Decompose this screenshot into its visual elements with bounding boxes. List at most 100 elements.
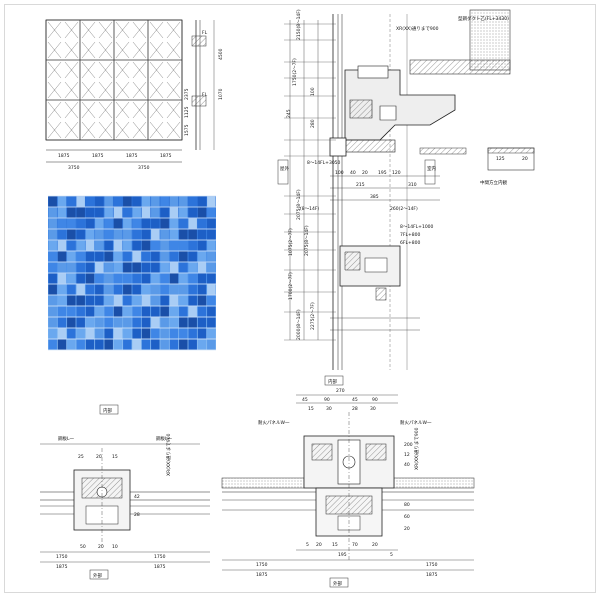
glass-pane [85,262,95,273]
glass-pane [113,196,123,207]
glass-pane [169,229,179,240]
glass-pane [197,262,207,273]
glass-pane [104,218,113,229]
br-bottom-dim-2: 20 [316,542,322,548]
glass-pane [160,251,169,262]
glass-pane [104,240,113,251]
elev-width-2: 1875 [92,153,104,159]
grid-brace [81,41,96,59]
glass-pane [67,207,76,218]
bl-bottom-dim-3: 10 [112,544,118,550]
glass-pane [113,207,123,218]
glass-pane [104,284,113,295]
grid-brace [166,61,181,79]
glass-pane [188,251,197,262]
sec-bdim-8: 310 [408,182,417,188]
glass-pane [132,273,141,284]
glass-pane [48,196,57,207]
glass-pane [113,240,123,251]
glass-pane [188,306,197,317]
glass-pane [197,251,207,262]
br-caption: 外部 [333,580,342,587]
glass-pane [179,262,188,273]
glass-pane [85,218,95,229]
bl-caption-bottom: 外部 [93,572,102,579]
glass-pane [85,229,95,240]
bl-span-b1: 1875 [56,564,68,570]
glass-pane [179,251,188,262]
glass-pane [76,229,85,240]
glass-pane [95,306,104,317]
grid-brace [132,21,147,39]
glass-pane [123,284,132,295]
facade-photo [48,195,216,351]
glass-pane [141,218,151,229]
facade-elevation-grid: FL FL 4500 1070 2375 1125 1575 1875 1875… [45,19,224,171]
glass-pane [123,295,132,306]
section-ceiling-note: 中間方立内観 [480,179,507,186]
br-sub-dim-4: 30 [370,406,376,412]
glass-pane [141,240,151,251]
glass-pane [76,218,85,229]
grid-brace [115,41,130,59]
section-caption: 内部 [328,378,337,385]
glass-pane [169,240,179,251]
glass-pane [207,229,216,240]
glass-pane [67,306,76,317]
sec-ldim-12: 1700(2〜7F) [288,272,294,300]
br-span-a2: 1750 [426,562,438,568]
elev-width-bottom-1: 3750 [68,165,80,171]
glass-pane [67,218,76,229]
glass-pane [123,317,132,328]
glass-pane [57,207,67,218]
glass-pane [48,240,57,251]
glass-pane [57,273,67,284]
glass-pane [207,317,216,328]
glass-pane [188,339,197,350]
glass-pane [76,251,85,262]
glass-pane [57,196,67,207]
sec-ldim-8: 1075(2〜7F) [288,228,294,256]
elev-width-4: 1875 [160,153,172,159]
grid-brace [98,81,113,99]
glass-pane [85,328,95,339]
glass-pane [197,284,207,295]
glass-pane [132,328,141,339]
br-sub-dim-1: 15 [308,406,314,412]
glass-pane [197,306,207,317]
grid-brace [115,101,130,119]
glass-pane [197,295,207,306]
grid-brace [132,41,147,59]
glass-pane [76,196,85,207]
glass-pane [113,273,123,284]
glass-pane [169,295,179,306]
glass-pane [104,339,113,350]
bl-note-a: 鋼板L一 [58,435,75,442]
glass-pane [188,196,197,207]
glass-pane [85,196,95,207]
sec-ldim-7: 2075(8〜14F) [296,189,302,220]
sec-bdim-4: 195 [378,170,387,176]
bl-mid-dim-1: 42 [134,494,140,500]
elev-height-3: 2375 [184,88,190,100]
sec-bdim-6: 215 [356,182,365,188]
glass-pane [160,240,169,251]
glass-pane [123,207,132,218]
glass-pane [95,218,104,229]
br-note-left: 耐火パネルW一 [258,419,290,426]
grid-brace [115,81,130,99]
glass-pane [179,295,188,306]
bl-mid-dim-2: 28 [134,512,140,518]
grid-brace [64,121,79,139]
glass-pane [169,218,179,229]
glass-pane [141,251,151,262]
glass-pane [179,339,188,350]
grid-brace [166,21,181,39]
grid-brace [149,61,164,79]
glass-pane [57,328,67,339]
glass-pane [188,240,197,251]
glass-pane [132,295,141,306]
glass-pane [188,273,197,284]
glass-pane [104,328,113,339]
